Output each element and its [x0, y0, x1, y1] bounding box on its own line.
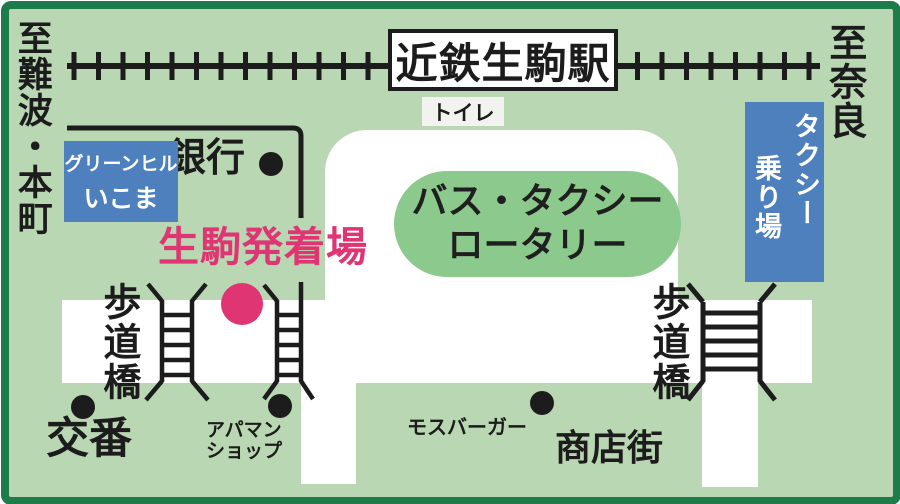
green-hill-line1: グリーンヒル: [64, 152, 178, 175]
station-name-box: 近鉄生駒駅: [388, 29, 618, 91]
apaman-shop-label: アパマンショップ: [206, 420, 296, 462]
police-box-label: 交番: [46, 414, 132, 464]
bank-dot: [259, 152, 283, 176]
footbridge-west-icon: [144, 282, 315, 402]
taxi-stand-col1: タクシー: [789, 112, 820, 228]
road-vertical-east: [702, 381, 758, 487]
boarding-point-label: 生駒発着場: [158, 223, 368, 271]
direction-label-east: 至奈良: [822, 23, 867, 140]
bus-taxi-rotary: バス・タクシー ロータリー: [394, 171, 681, 277]
apaman-shop-dot: [268, 394, 292, 418]
footbridge-east-icon: [686, 282, 777, 402]
rotary-label-line1: バス・タクシー: [411, 180, 664, 222]
taxi-stand-label: タクシー 乗り場: [745, 102, 824, 282]
apaman-line1: アパマン: [206, 419, 282, 441]
green-hill-ikoma-label: グリーンヒル いこま: [64, 141, 178, 222]
station-edge-line: [67, 125, 304, 218]
toilet-label: トイレ: [422, 97, 504, 126]
direction-label-west: 至難波・本町: [11, 20, 52, 236]
rotary-label-line2: ロータリー: [447, 225, 628, 266]
taxi-stand-col2: 乗り場: [750, 154, 781, 241]
bank-label: 銀行: [167, 136, 246, 181]
police-box-dot: [71, 395, 95, 419]
mos-burger-dot: [530, 391, 554, 415]
green-hill-line2: いこま: [83, 183, 159, 213]
shopping-street-label: 商店街: [555, 428, 664, 469]
footbridge-east-label: 歩道橋: [645, 282, 690, 402]
mos-burger-label: モスバーガー: [407, 415, 527, 439]
footbridge-west-label: 歩道橋: [96, 282, 141, 402]
boarding-point-dot: [221, 283, 263, 325]
apaman-line2: ショップ: [206, 439, 283, 462]
